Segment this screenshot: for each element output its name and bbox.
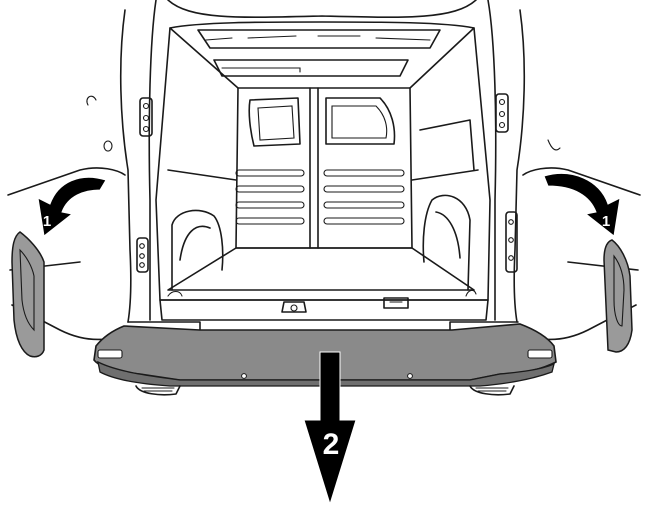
step-1-label-right: 1	[602, 213, 610, 230]
bumper-lower-strip	[97, 360, 555, 387]
step-1-label-left: 1	[43, 213, 51, 230]
right-bumper-side-piece	[603, 239, 633, 353]
cargo-interior	[127, 21, 519, 333]
step-1-arrow-left: 1	[37, 176, 107, 237]
step-2-label: 2	[323, 428, 340, 461]
right-side-piece	[603, 239, 633, 353]
straight-arrow-down	[303, 351, 357, 506]
left-bumper-side-piece	[11, 231, 45, 358]
step-2-arrow-down: 2	[303, 351, 357, 506]
van-body	[7, 0, 641, 341]
left-side-piece	[11, 231, 45, 358]
curved-arrow-left	[37, 176, 107, 237]
step-1-arrow-right: 1	[543, 173, 621, 237]
curved-arrow-right	[543, 173, 621, 237]
